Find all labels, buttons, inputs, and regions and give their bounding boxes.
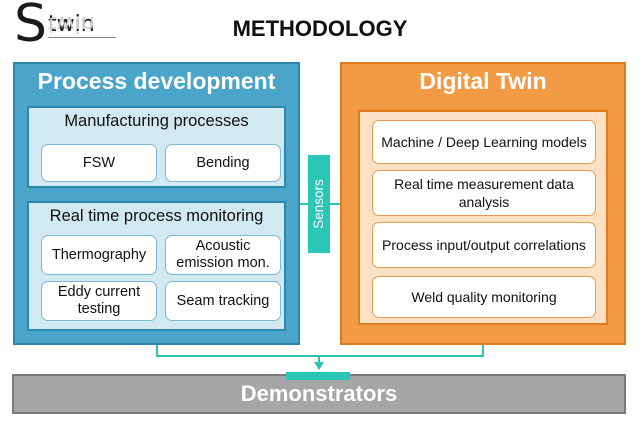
sensors-bar: Sensors [308,155,330,253]
sensors-label: Sensors [311,179,326,229]
logo-underline [48,37,116,38]
logo-twin-text: twin [48,12,95,37]
logo-s-letter: S [14,0,48,54]
eddy-current-box: Eddy current testing [41,281,157,321]
real-time-monitoring-box: Real time process monitoring Thermograph… [27,201,286,331]
connector-right-vertical [482,345,484,357]
measurement-analysis-box: Real time measurement data analysis [372,170,596,216]
demonstrators-connector-tab [286,372,350,380]
acoustic-emission-box: Acoustic emission mon. [165,235,281,275]
manufacturing-processes-box: Manufacturing processes FSW Bending [27,106,286,188]
process-development-title: Process development [37,68,276,94]
stwin-logo: S twin twin [14,0,124,54]
page-title: METHODOLOGY [232,16,408,41]
ml-dl-models-box: Machine / Deep Learning models [372,120,596,164]
input-output-correlations-box: Process input/output correlations [372,222,596,268]
process-development-panel: Process development Manufacturing proces… [13,62,300,345]
connector-center-vertical [318,355,320,365]
manufacturing-processes-title: Manufacturing processes [64,112,249,130]
connector-left-vertical [156,345,158,357]
demonstrators-label: Demonstrators [240,381,398,406]
down-arrow-icon [314,362,324,370]
seam-tracking-box: Seam tracking [165,281,281,321]
weld-quality-monitoring-box: Weld quality monitoring [372,276,596,318]
demonstrators-bar: Demonstrators [12,374,626,414]
fsw-box: FSW [41,144,157,182]
logo-reflection: twin [48,11,95,36]
connector-horizontal [156,355,484,357]
digital-twin-inner-box: Machine / Deep Learning models Real time… [358,110,608,325]
thermography-box: Thermography [41,235,157,275]
digital-twin-title: Digital Twin [419,68,547,94]
real-time-monitoring-title: Real time process monitoring [49,207,264,225]
bending-box: Bending [165,144,281,182]
